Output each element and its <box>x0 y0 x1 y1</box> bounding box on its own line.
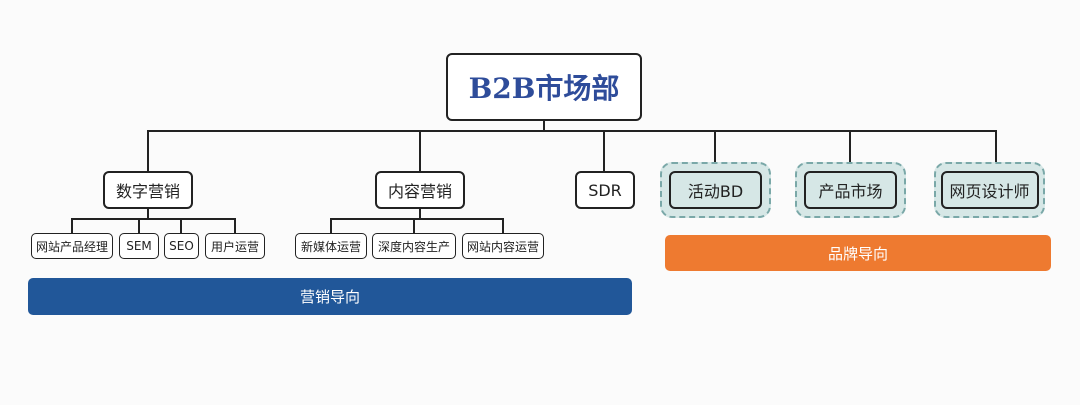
leaf-label: SEO <box>169 239 194 253</box>
band-label: 品牌导向 <box>827 244 888 263</box>
node-content-marketing: 内容营销 <box>375 171 465 209</box>
leaf-new-media-operations: 新媒体运营 <box>295 233 367 259</box>
leaf-label: SEM <box>126 239 152 253</box>
leaf-label: 用户运营 <box>210 239 259 254</box>
leaf-user-operations: 用户运营 <box>205 233 265 259</box>
leaf-deep-content-production: 深度内容生产 <box>372 233 456 259</box>
node-box: 活动BD <box>669 171 762 209</box>
leaf-label: 网站产品经理 <box>35 239 108 254</box>
node-label: 内容营销 <box>387 182 452 201</box>
brand-oriented-band: 品牌导向 <box>665 235 1051 271</box>
node-product-marketing: 产品市场 <box>795 162 906 218</box>
marketing-oriented-band: 营销导向 <box>28 278 632 315</box>
node-label: 网页设计师 <box>949 182 1030 201</box>
node-label: SDR <box>588 180 622 200</box>
node-digital-marketing: 数字营销 <box>103 171 193 209</box>
leaf-label: 新媒体运营 <box>300 239 361 254</box>
band-label: 营销导向 <box>299 288 360 306</box>
root-label: B2B市场部 <box>468 72 620 105</box>
root-node: B2B市场部 <box>446 53 642 121</box>
node-box: 网页设计师 <box>940 171 1039 209</box>
leaf-seo: SEO <box>164 233 199 259</box>
node-label: 产品市场 <box>818 182 883 201</box>
node-label: 活动BD <box>687 182 744 201</box>
node-web-designer: 网页设计师 <box>934 162 1045 218</box>
node-label: 数字营销 <box>115 182 180 201</box>
node-event-bd: 活动BD <box>660 162 771 218</box>
leaf-sem: SEM <box>119 233 159 259</box>
leaf-web-product-manager: 网站产品经理 <box>31 233 113 259</box>
leaf-web-content-operations: 网站内容运营 <box>462 233 544 259</box>
leaf-label: 网站内容运营 <box>466 239 539 254</box>
leaf-label: 深度内容生产 <box>377 239 450 254</box>
node-sdr: SDR <box>575 171 635 209</box>
node-box: 产品市场 <box>804 171 897 209</box>
